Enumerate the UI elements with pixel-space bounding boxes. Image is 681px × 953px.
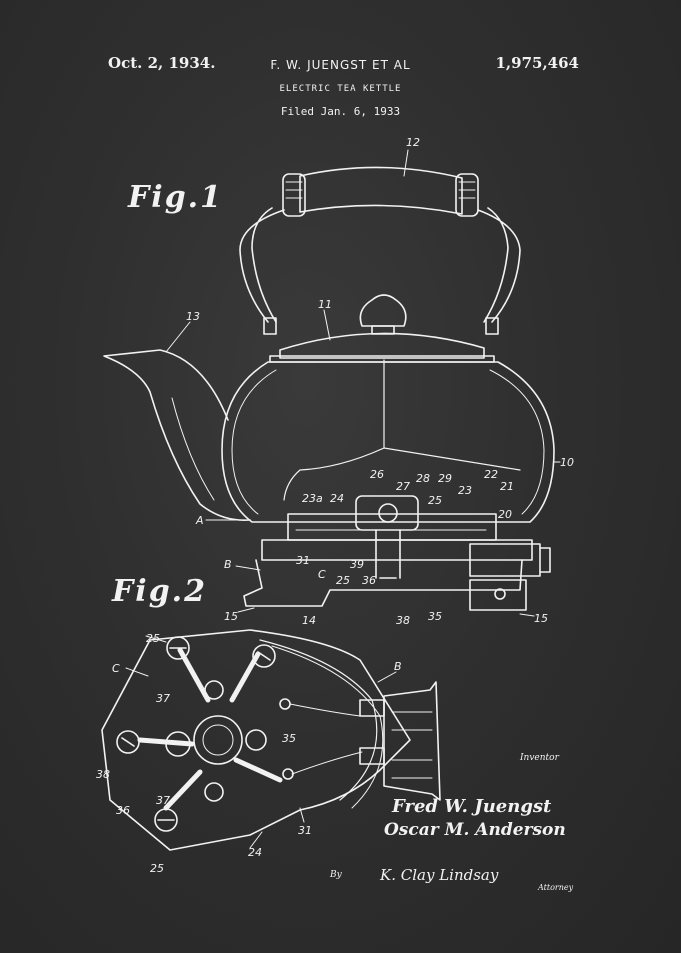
svg-text:36: 36 <box>362 574 376 587</box>
section-cut <box>283 359 521 501</box>
svg-text:31: 31 <box>296 554 310 567</box>
screw <box>166 636 190 660</box>
screw <box>252 644 276 668</box>
fig1-label: Fig.1 <box>128 180 223 215</box>
svg-text:23: 23 <box>458 484 472 497</box>
inventors-header: F. W. JUENGST ET AL <box>270 58 411 72</box>
svg-text:27: 27 <box>396 480 410 493</box>
lid <box>279 332 485 359</box>
kettle-base <box>261 539 533 561</box>
filed-date: Filed Jan. 6, 1933 <box>280 105 401 118</box>
handle-right-cap <box>455 173 479 217</box>
svg-text:15: 15 <box>534 612 548 625</box>
screw <box>116 730 140 754</box>
patent-title: ELECTRIC TEA KETTLE <box>279 84 402 94</box>
inventor-name-1: Fred W. Juengst <box>392 796 552 817</box>
kettle-body <box>221 361 555 523</box>
base-plate-outline <box>101 629 411 851</box>
svg-text:24: 24 <box>248 846 262 859</box>
svg-text:35: 35 <box>282 732 296 745</box>
svg-text:39: 39 <box>350 558 364 571</box>
svg-text:36: 36 <box>116 804 130 817</box>
inventor-label: Inventor <box>520 753 559 763</box>
svg-text:25: 25 <box>428 494 442 507</box>
spout <box>103 349 251 521</box>
connector-plug <box>469 543 541 577</box>
svg-text:37: 37 <box>156 692 170 705</box>
svg-text:29: 29 <box>438 472 452 485</box>
handle-wire-left <box>239 207 285 323</box>
svg-text:28: 28 <box>416 472 430 485</box>
svg-text:20: 20 <box>498 508 512 521</box>
svg-text:35: 35 <box>428 610 442 623</box>
svg-text:25: 25 <box>146 632 160 645</box>
heating-element <box>287 513 497 541</box>
svg-text:23a: 23a <box>302 492 323 505</box>
inventor-name-2: Oscar M. Anderson <box>384 820 566 840</box>
svg-text:10: 10 <box>560 456 574 469</box>
svg-text:C: C <box>112 662 120 675</box>
fig2-label: Fig.2 <box>112 574 207 609</box>
screw <box>154 808 178 832</box>
svg-text:B: B <box>224 558 232 571</box>
attorney-signature: K. Clay Lindsay <box>379 866 499 884</box>
svg-text:A: A <box>195 514 204 527</box>
svg-text:C: C <box>318 568 326 581</box>
handle-left-cap <box>282 173 306 217</box>
svg-text:B: B <box>394 660 402 673</box>
svg-text:12: 12 <box>406 136 420 149</box>
svg-text:15: 15 <box>224 610 238 623</box>
svg-text:38: 38 <box>96 768 110 781</box>
svg-text:21: 21 <box>500 480 514 493</box>
patent-number: 1,975,464 <box>495 54 579 72</box>
svg-text:25: 25 <box>150 862 164 875</box>
svg-text:25: 25 <box>336 574 350 587</box>
svg-text:26: 26 <box>370 468 384 481</box>
reference-numerals: 12 13 11 10 A B 15 15 14 26 27 28 29 22 … <box>96 136 574 875</box>
svg-text:11: 11 <box>318 298 332 311</box>
handle-wire-right <box>477 207 521 323</box>
patent-date: Oct. 2, 1934. <box>108 54 216 72</box>
handle-grip <box>299 166 463 215</box>
fig2-base-detail-drawing <box>101 629 441 851</box>
center-thermostat <box>193 715 243 765</box>
lid-knob <box>359 294 407 327</box>
terminal-connector <box>383 681 441 801</box>
fig1-kettle-drawing <box>103 149 561 617</box>
svg-text:22: 22 <box>484 468 498 481</box>
svg-text:31: 31 <box>298 824 312 837</box>
svg-text:38: 38 <box>396 614 410 627</box>
svg-text:14: 14 <box>302 614 316 627</box>
by-label: By <box>330 870 342 880</box>
svg-text:24: 24 <box>330 492 344 505</box>
svg-text:13: 13 <box>186 310 200 323</box>
attorney-label: Attorney <box>538 883 574 892</box>
svg-text:37: 37 <box>156 794 170 807</box>
